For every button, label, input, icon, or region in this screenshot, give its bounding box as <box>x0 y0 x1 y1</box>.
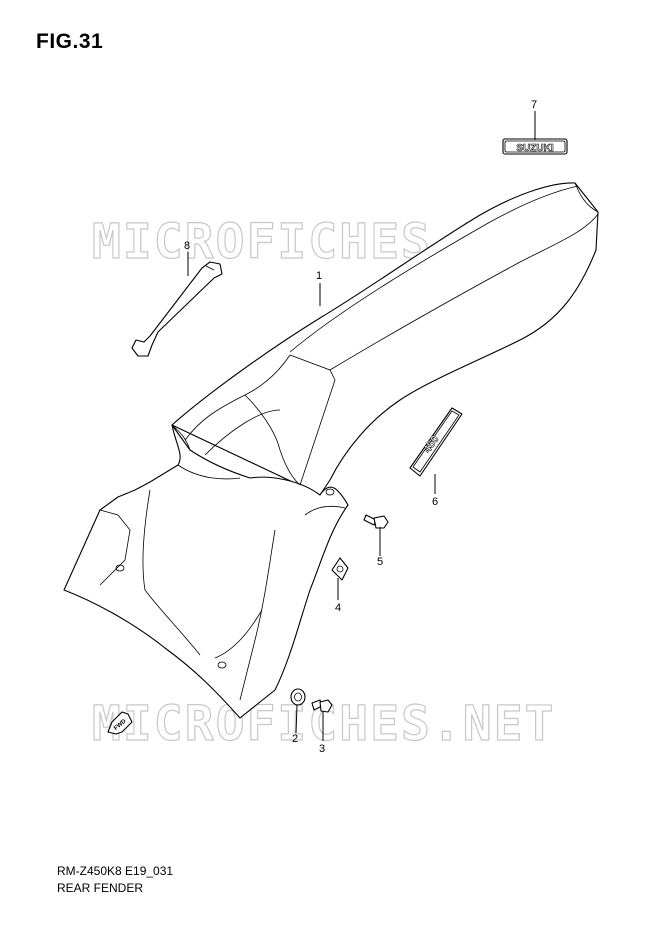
callout-4: 4 <box>335 602 341 614</box>
callout-3: 3 <box>319 743 325 755</box>
suzuki-emblem-text: SUZUKI <box>516 143 553 154</box>
diagram-code: RM-Z450K8 E19_031 <box>57 864 174 878</box>
bolt-part-5 <box>363 514 389 529</box>
callout-2: 2 <box>292 733 298 745</box>
spanner-tool <box>131 261 223 357</box>
figure-title: FIG.31 <box>36 30 104 53</box>
diagram-name: REAR FENDER <box>57 881 144 895</box>
rear-fender <box>63 182 599 719</box>
callout-7: 7 <box>531 99 537 111</box>
callout-6: 6 <box>432 496 438 508</box>
callout-5: 5 <box>377 556 383 568</box>
screw-part-3 <box>311 699 333 713</box>
nut-clip-part-4 <box>331 557 349 581</box>
callout-8: 8 <box>184 240 190 252</box>
model-emblem: 450 <box>409 407 463 477</box>
forward-direction-arrow: FWD <box>107 711 133 735</box>
callout-1: 1 <box>316 270 322 282</box>
grommet-part-2 <box>290 688 306 706</box>
suzuki-emblem: SUZUKI <box>502 138 568 155</box>
